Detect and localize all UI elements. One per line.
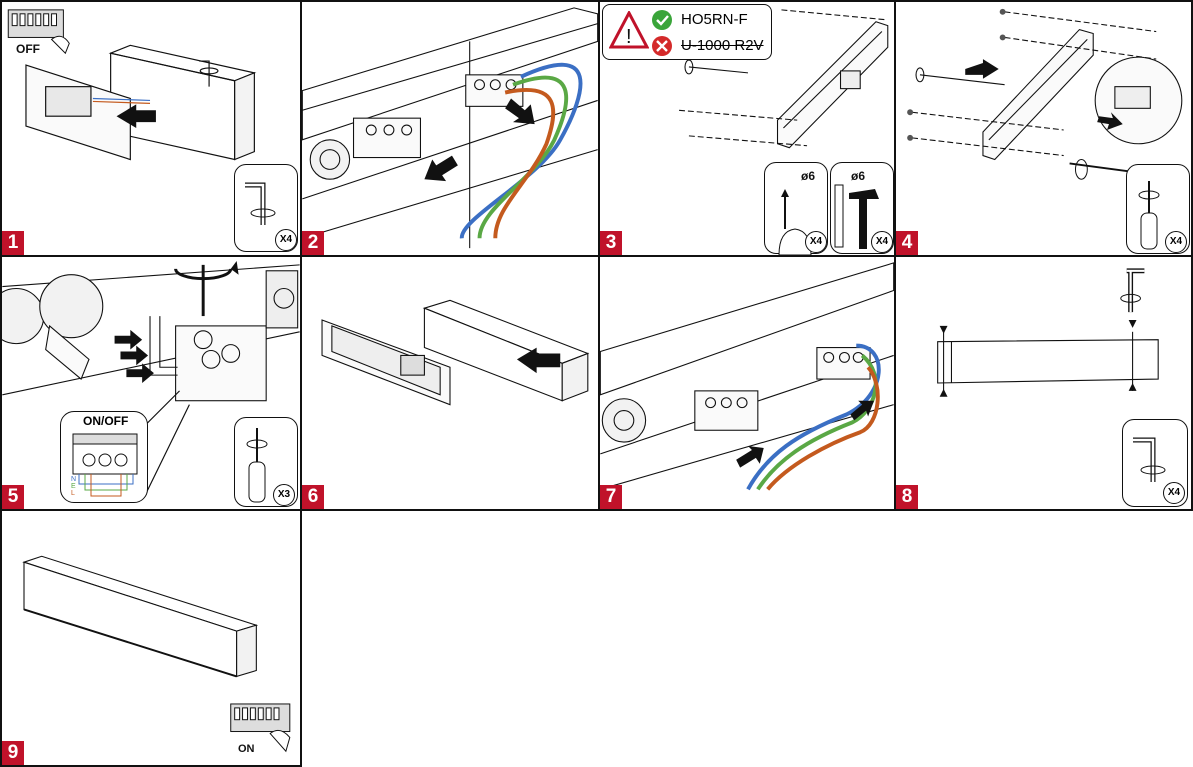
tool-inset: X4: [1122, 419, 1188, 507]
step-8-panel: X4 8: [894, 255, 1193, 511]
count-badge: X4: [1163, 482, 1185, 504]
step-1-illustration: [7, 9, 257, 161]
tool-inset: X4: [234, 164, 298, 252]
step-2-panel: 2: [300, 0, 600, 257]
arrow-icon: [114, 329, 154, 383]
step-7-panel: 7: [598, 255, 896, 511]
step-number: 7: [600, 485, 622, 509]
drill-icon: [778, 189, 812, 255]
count-badge: X4: [275, 229, 297, 251]
hammer-icon: [834, 184, 879, 249]
step-4-illustration: [907, 8, 1183, 180]
step-number: 4: [896, 231, 918, 255]
screwdriver-icon: [1069, 159, 1129, 180]
hammer-inset: ø6 X4: [830, 162, 894, 254]
terminal-label-e: E: [71, 483, 76, 490]
arrow-icon: [736, 446, 764, 468]
switch-label: OFF: [16, 42, 40, 56]
warning-icon: !: [609, 11, 649, 49]
step-3-panel: ! HO5RN-F U-1000 R2V: [598, 0, 896, 257]
tool-inset: X4: [1126, 164, 1190, 254]
arrow-icon: [516, 347, 561, 374]
terminal-label-l: L: [71, 490, 75, 497]
check-icon: [652, 10, 672, 30]
arrow-icon: [505, 98, 535, 125]
screwdriver-icon: [1138, 181, 1160, 250]
fixture-open: [25, 44, 257, 161]
arrow-icon: [965, 59, 999, 79]
step-5-illustration: [2, 260, 300, 494]
count-badge: X4: [1165, 231, 1187, 253]
switch-label: ON/OFF: [83, 414, 129, 428]
screwdriver-icon: [174, 260, 239, 317]
drill-inset: ø6 X4: [764, 162, 828, 255]
step-number: 8: [896, 485, 918, 509]
arrow-icon: [850, 400, 874, 421]
drill-size-label: ø6: [801, 169, 816, 183]
step-3-illustration: [679, 9, 889, 149]
step-number: 1: [2, 231, 24, 255]
step-9-illustration: [22, 555, 291, 753]
arrow-icon: [116, 104, 156, 129]
step-number: 2: [302, 231, 324, 255]
step-6-panel: 6: [300, 255, 600, 511]
switch-detail-inset: ON/OFF N E L: [60, 411, 148, 503]
step-1-panel: OFF X4 1: [0, 0, 302, 257]
plug-size-label: ø6: [851, 169, 866, 183]
breaker-icon: [230, 703, 291, 753]
rejected-cable-label: U-1000 R2V: [681, 37, 764, 54]
step-5-panel: ON/OFF N E L X3 5: [0, 255, 302, 511]
step-number: 6: [302, 485, 324, 509]
count-badge: X3: [273, 484, 295, 506]
arrow-icon: [939, 320, 1137, 397]
step-number: 9: [2, 741, 24, 765]
approved-cable-label: HO5RN-F: [681, 11, 748, 28]
breaker-icon: [7, 9, 70, 55]
step-6-illustration: [321, 299, 590, 406]
svg-text:!: !: [626, 26, 632, 48]
step-2-illustration: [302, 7, 598, 249]
step-number: 5: [2, 485, 24, 509]
step-9-panel: ON 9: [0, 509, 302, 767]
count-badge: X4: [871, 231, 893, 253]
screwdriver-icon: [246, 428, 268, 503]
terminal-block-icon: [72, 433, 138, 497]
cable-warning: ! HO5RN-F U-1000 R2V: [602, 4, 772, 60]
step-7-illustration: [600, 262, 894, 491]
tool-inset: X3: [234, 417, 298, 507]
step-4-panel: X4 4: [894, 0, 1193, 257]
switch-label: ON: [238, 743, 255, 755]
allen-key-icon: [199, 60, 219, 87]
count-badge: X4: [805, 231, 827, 253]
arrow-icon: [424, 155, 458, 182]
cross-icon: [652, 36, 672, 56]
allen-key-icon: [245, 182, 276, 225]
allen-key-icon: [1120, 268, 1145, 313]
allen-key-icon: [1133, 437, 1166, 482]
step-number: 3: [600, 231, 622, 255]
step-8-illustration: [937, 268, 1159, 397]
terminal-label-n: N: [71, 476, 77, 483]
arrow-icon: [1097, 112, 1123, 130]
